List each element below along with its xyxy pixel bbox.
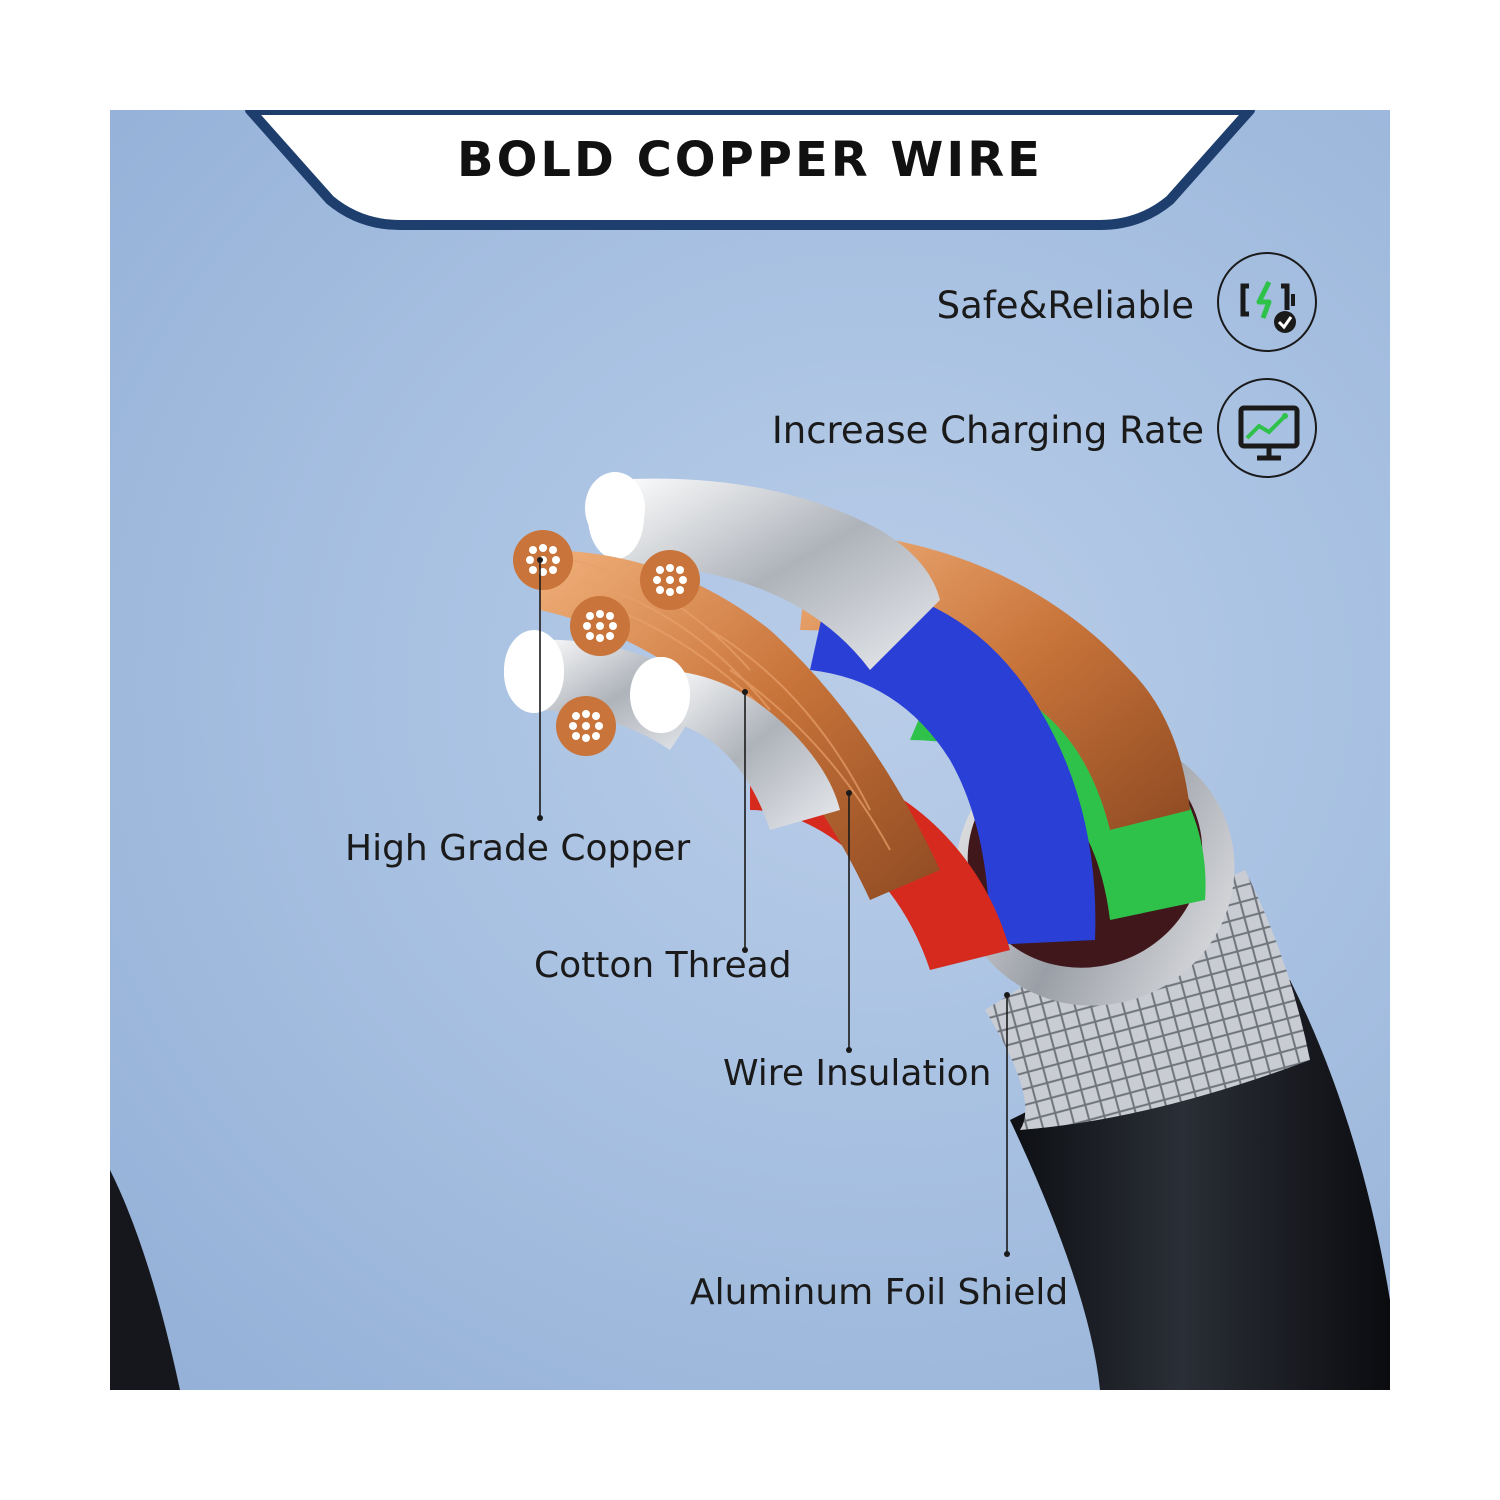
product-image-canvas: BOLD COPPER WIRE Safe&Reliable Increase …: [110, 110, 1390, 1390]
white-wire-end-left: [504, 630, 564, 710]
callout-wire-insulation: Wire Insulation: [723, 1053, 992, 1094]
copper-strand-filaments: [526, 544, 687, 742]
feature-label-safe-reliable: Safe&Reliable: [936, 284, 1194, 327]
callout-leader-dots: [537, 557, 1010, 1257]
jacket-left-edge: [110, 1170, 180, 1390]
battery-charging-shield-icon: [1217, 252, 1317, 352]
callout-leader-lines: [539, 560, 1008, 1254]
copper-twisted-bundle: [540, 550, 940, 900]
feature-label-charging-rate: Increase Charging Rate: [771, 409, 1204, 452]
copper-strand-ends: [513, 530, 700, 756]
title-banner: [245, 110, 1255, 230]
callout-aluminum-foil-shield: Aluminum Foil Shield: [690, 1272, 1069, 1313]
callout-high-grade-copper: High Grade Copper: [345, 828, 691, 869]
blue-wire: [810, 580, 1096, 945]
callout-cotton-thread: Cotton Thread: [534, 945, 792, 986]
white-wire-end-top: [585, 472, 645, 544]
cable-illustration: [110, 472, 1390, 1390]
braided-shield: [985, 870, 1310, 1130]
monitor-trend-up-icon: [1217, 378, 1317, 478]
banner-title: BOLD COPPER WIRE: [457, 132, 1043, 188]
silver-sheath-top: [610, 478, 940, 670]
white-wire-end-right: [634, 657, 690, 733]
silver-sheath-right: [655, 670, 840, 830]
